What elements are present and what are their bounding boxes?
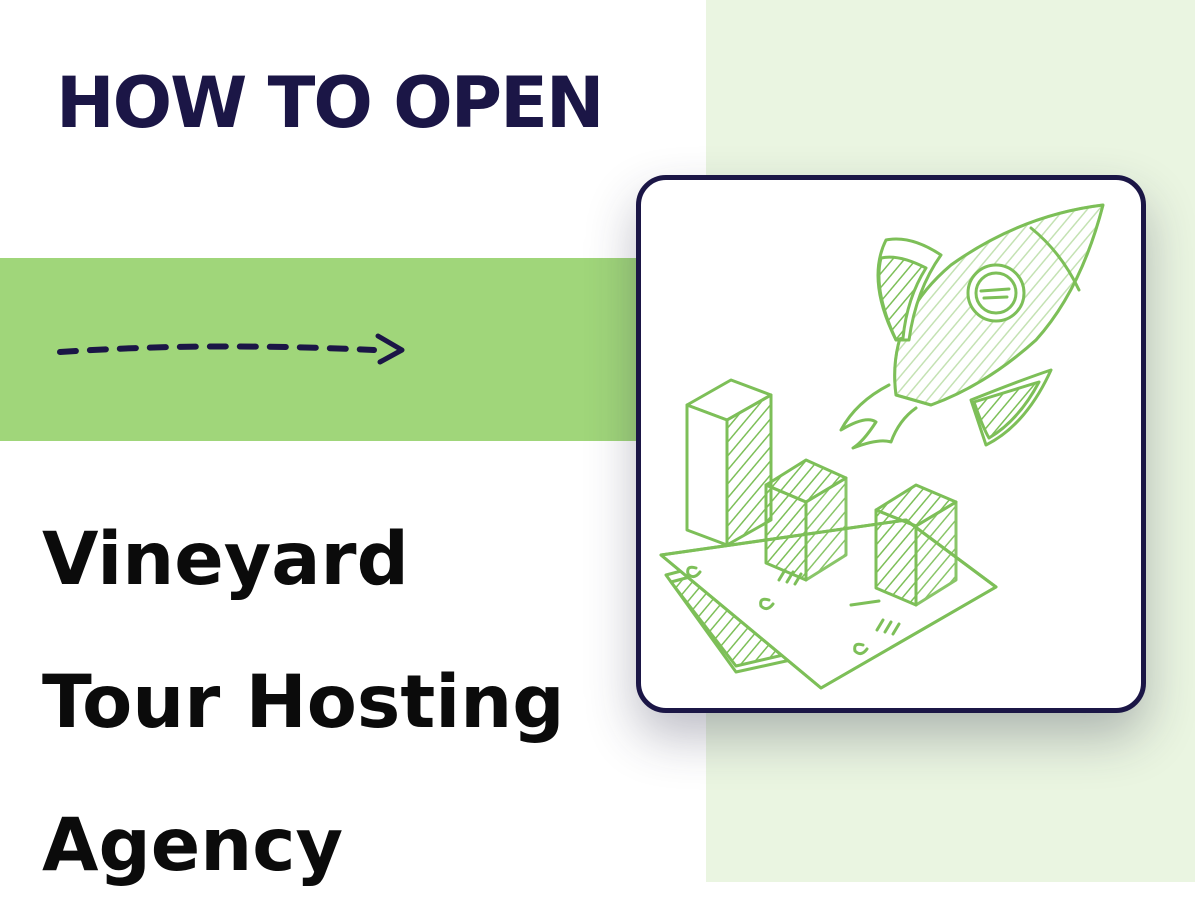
dashed-arrow-right-icon bbox=[57, 333, 405, 365]
business-title: Vineyard Tour Hosting Agency bbox=[42, 488, 564, 917]
illustration-card bbox=[636, 175, 1146, 713]
rocket-icon bbox=[839, 203, 1105, 450]
business-title-line-1: Vineyard bbox=[42, 517, 409, 602]
business-title-line-3: Agency bbox=[42, 803, 344, 888]
page-heading: HOW TO OPEN bbox=[56, 62, 605, 144]
business-title-line-2: Tour Hosting bbox=[42, 660, 565, 745]
bar-chart-on-money-icon bbox=[659, 378, 998, 690]
